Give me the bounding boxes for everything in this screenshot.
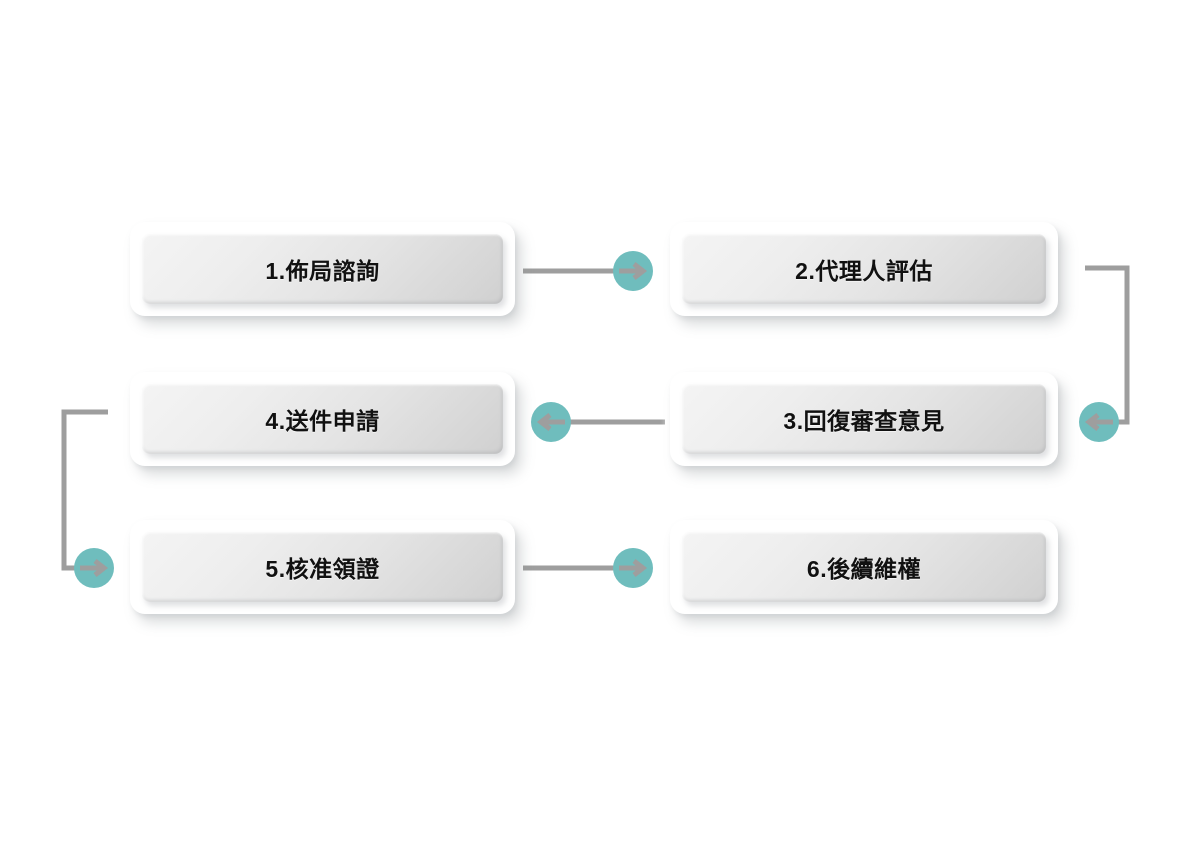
- step-box-5[interactable]: 5.核准領證: [130, 520, 515, 614]
- connector-line-2-3: [1085, 265, 1130, 425]
- step-inner-panel: 5.核准領證: [142, 532, 503, 602]
- arrow-left-icon: [1084, 413, 1113, 431]
- connector-badge-1-2[interactable]: [613, 251, 653, 291]
- step-box-3[interactable]: 3.回復審查意見: [670, 372, 1058, 466]
- step-inner-panel: 6.後續維權: [682, 532, 1046, 602]
- arrow-left-icon: [536, 413, 565, 431]
- step-inner-panel: 4.送件申請: [142, 384, 503, 454]
- step-inner-panel: 2.代理人評估: [682, 234, 1046, 304]
- arrow-right-icon: [619, 262, 648, 280]
- arrow-right-icon: [80, 559, 109, 577]
- step-box-2[interactable]: 2.代理人評估: [670, 222, 1058, 316]
- step-label-4: 4.送件申請: [265, 408, 380, 434]
- step-inner-panel: 1.佈局諮詢: [142, 234, 503, 304]
- step-box-1[interactable]: 1.佈局諮詢: [130, 222, 515, 316]
- connector-badge-2-3[interactable]: [1079, 402, 1119, 442]
- step-box-4[interactable]: 4.送件申請: [130, 372, 515, 466]
- step-label-1: 1.佈局諮詢: [265, 258, 380, 284]
- connector-badge-4-5[interactable]: [74, 548, 114, 588]
- step-inner-panel: 3.回復審查意見: [682, 384, 1046, 454]
- step-label-2: 2.代理人評估: [795, 258, 933, 284]
- connector-badge-3-4[interactable]: [531, 402, 571, 442]
- connector-badge-5-6[interactable]: [613, 548, 653, 588]
- arrow-right-icon: [619, 559, 648, 577]
- connector-line-4-5: [61, 409, 108, 571]
- step-box-6[interactable]: 6.後續維權: [670, 520, 1058, 614]
- step-label-5: 5.核准領證: [265, 556, 380, 582]
- step-label-3: 3.回復審查意見: [783, 408, 945, 434]
- step-label-6: 6.後續維權: [806, 556, 922, 582]
